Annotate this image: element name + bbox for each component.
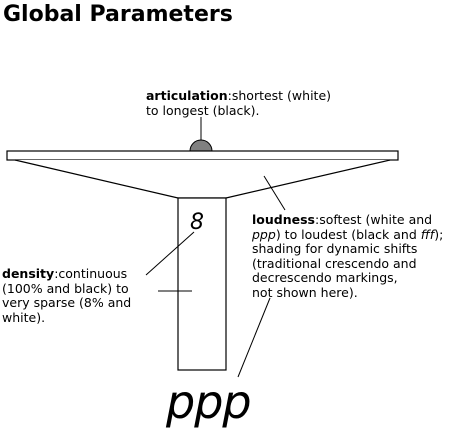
articulation-term: articulation (146, 88, 228, 103)
articulation-line2: to longest (black). (146, 102, 260, 118)
loudness-line3: shading for dynamic shifts (252, 241, 418, 256)
density-annotation: density:continuous (100% and black) to v… (2, 266, 132, 325)
page-title: Global Parameters (3, 2, 233, 27)
loudness-line1: softest (white and (319, 212, 433, 227)
loudness-line2: ) to loudest (black and (275, 226, 421, 242)
loudness-fff: fff (420, 226, 435, 242)
articulation-annotation: articulation:shortest (white) to longest… (146, 88, 332, 118)
density-line1: continuous (58, 266, 128, 281)
density-line4: white). (2, 309, 46, 325)
loudness-leader (263, 175, 286, 211)
dynamic-leader (237, 297, 271, 378)
density-stem (177, 197, 227, 371)
loudness-line4: (traditional crescendo and (252, 255, 417, 271)
articulation-line1: shortest (white) (231, 88, 332, 103)
loudness-annotation: loudness:softest (white and ppp) to loud… (252, 212, 444, 300)
articulation-dome (189, 139, 213, 152)
loudness-line6: not shown here). (252, 284, 358, 300)
density-line2: (100% and black) to (2, 280, 129, 296)
stem-density-value: 8 (190, 210, 204, 235)
loudness-plate (6, 150, 399, 161)
stem-value-leader (145, 231, 195, 276)
loudness-term: loudness (252, 212, 315, 227)
loudness-line5: decrescendo markings, (252, 270, 398, 285)
loudness-ppp: ppp (252, 226, 276, 242)
density-line3: very sparse (8% and (2, 295, 132, 310)
loudness-line2-end: ); (434, 226, 444, 242)
dynamic-marking: ppp (166, 375, 252, 429)
density-term: density (2, 266, 55, 281)
funnel-body (14, 159, 391, 199)
